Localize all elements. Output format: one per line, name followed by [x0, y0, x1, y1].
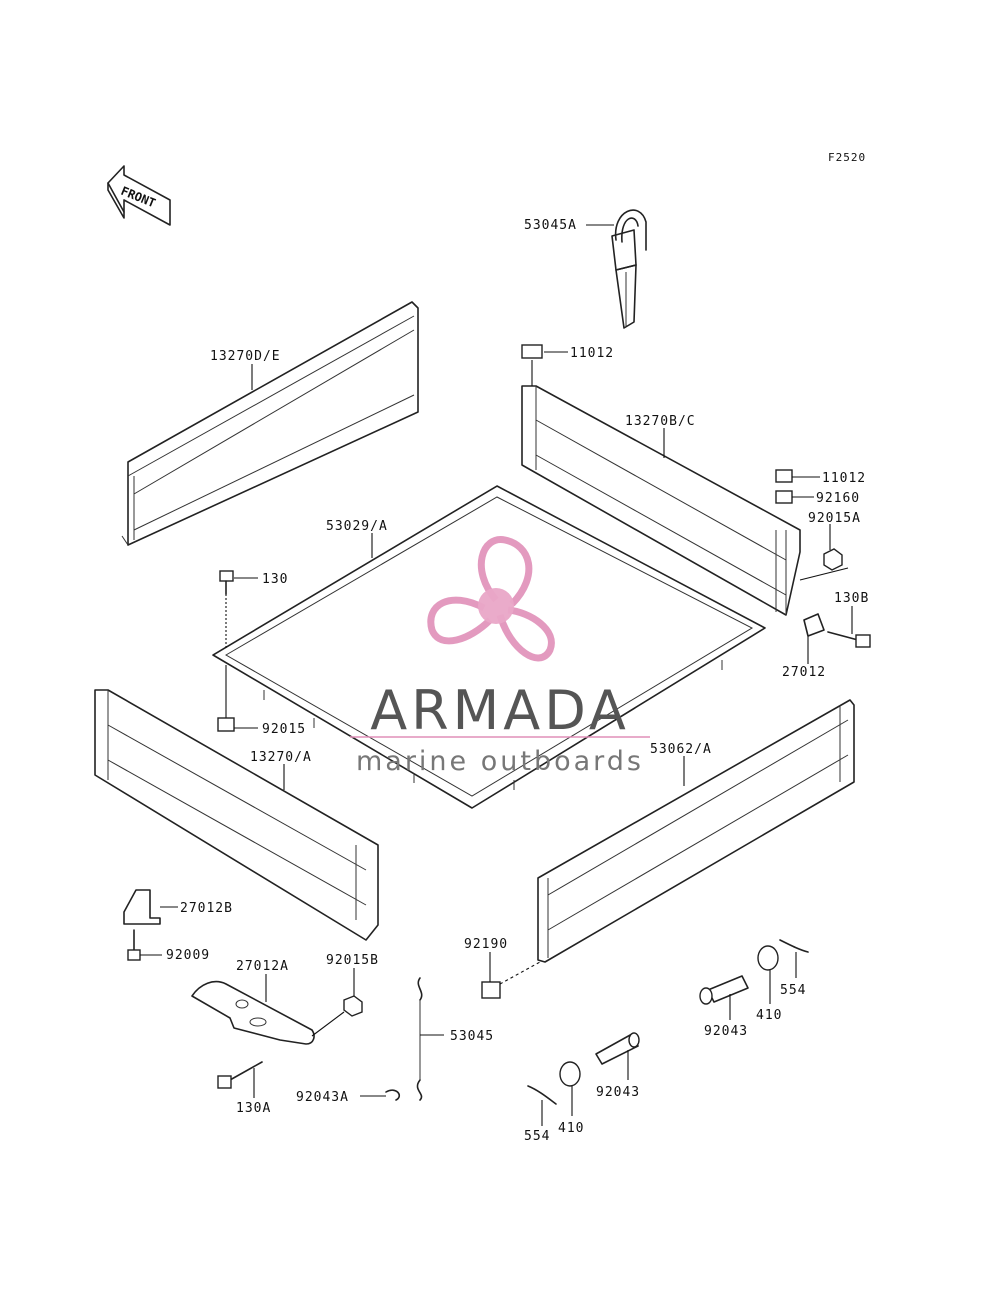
- label-53045: 53045: [450, 1029, 494, 1044]
- label-13270DE: 13270D/E: [210, 349, 281, 364]
- label-27012B: 27012B: [180, 901, 233, 916]
- label-130B: 130B: [834, 591, 869, 606]
- bolt-part-130A: [217, 1061, 263, 1089]
- label-92015B: 92015B: [326, 953, 379, 968]
- label-554-right: 554: [780, 983, 806, 998]
- label-554-bottom: 554: [524, 1129, 550, 1144]
- cap-part-right: [775, 469, 793, 483]
- label-92043-mid: 92043: [596, 1085, 640, 1100]
- washer-part-410-right: [757, 945, 779, 971]
- bracket-part-27012: [803, 613, 825, 637]
- label-92043-right: 92043: [704, 1024, 748, 1039]
- front-arrow-icon: FRONT: [107, 165, 171, 226]
- left-side-panel: [94, 689, 379, 941]
- label-13270BC: 13270B/C: [625, 414, 696, 429]
- spacer-part: [775, 490, 793, 504]
- label-92015A: 92015A: [808, 511, 861, 526]
- diagram-code: F2520: [828, 151, 866, 164]
- clip-part-554-right: [779, 939, 809, 953]
- label-130: 130: [262, 572, 288, 587]
- label-410-right: 410: [756, 1008, 782, 1023]
- leader-lines: [140, 224, 853, 1126]
- brand-name: ARMADA: [370, 679, 630, 742]
- label-27012A: 27012A: [236, 959, 289, 974]
- bracket-part-27012B: [123, 889, 161, 925]
- clip-part-554-bottom: [527, 1085, 557, 1105]
- bushing-part-92190: [481, 981, 501, 999]
- label-53062A: 53062/A: [650, 742, 712, 757]
- cap-part-top: [521, 344, 543, 359]
- rear-gate-panel: [537, 699, 855, 963]
- label-92009: 92009: [166, 948, 210, 963]
- label-53029A: 53029/A: [326, 519, 388, 534]
- armada-logo-icon: [427, 536, 555, 662]
- label-11012-top: 11012: [570, 346, 614, 361]
- pin-part-92043-right: [699, 975, 749, 1005]
- label-92015: 92015: [262, 722, 306, 737]
- right-side-panel: [521, 360, 801, 616]
- latch-plate-part-27012A: [191, 980, 315, 1045]
- screw-part-92009: [127, 929, 141, 961]
- label-92043A: 92043A: [296, 1090, 349, 1105]
- nut-part-92015B: [343, 995, 363, 1017]
- washer-part-410-bottom: [559, 1061, 581, 1087]
- cable-part-53045: [416, 977, 423, 1101]
- pin-part-92043-mid: [595, 1032, 640, 1065]
- nut-part-92015A: [823, 548, 843, 571]
- label-130A: 130A: [236, 1101, 271, 1116]
- label-27012: 27012: [782, 665, 826, 680]
- nut-part-92015: [217, 717, 235, 732]
- label-410-bottom: 410: [558, 1121, 584, 1136]
- label-13270A: 13270/A: [250, 750, 312, 765]
- bolt-part-130: [219, 570, 234, 595]
- label-92190: 92190: [464, 937, 508, 952]
- front-gate-panel: [121, 301, 419, 546]
- bed-floor-frame: [212, 485, 766, 809]
- latch-lever-part: [611, 209, 647, 329]
- label-53045A: 53045A: [524, 218, 577, 233]
- bolt-part-130B: [827, 631, 871, 648]
- pin-part-92043A: [385, 1089, 401, 1101]
- brand-tagline: marine outboards: [356, 746, 644, 777]
- label-92160: 92160: [816, 491, 860, 506]
- label-11012-right: 11012: [822, 471, 866, 486]
